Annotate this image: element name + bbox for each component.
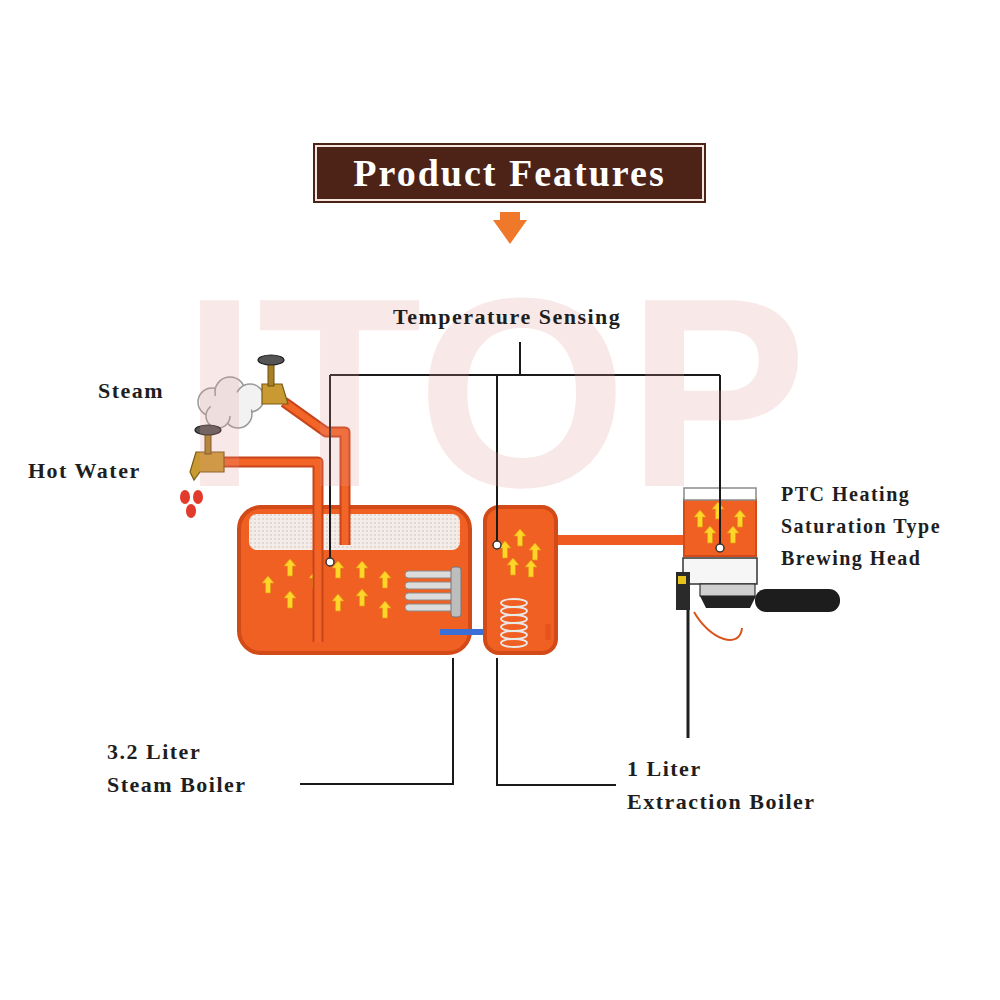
heating-element [405, 593, 457, 600]
steam-cloud [198, 377, 264, 428]
heat-arrow [379, 571, 391, 588]
hot-water-valve [195, 425, 221, 435]
steam-space [249, 514, 460, 550]
heating-coil [501, 599, 527, 647]
heating-element [451, 567, 461, 617]
steam-valve [258, 355, 288, 404]
heat-arrow [734, 510, 746, 527]
group-head-body [694, 612, 742, 640]
component-name: 3.2 Liter Steam Boiler [107, 735, 251, 801]
boiler-shell [239, 507, 470, 653]
heat-arrow [284, 591, 296, 608]
outlet-label: Hot Water [28, 458, 141, 484]
heating-element [405, 582, 457, 589]
heating-coil [501, 615, 527, 623]
heating-coil [501, 607, 527, 615]
inlet-pipe [440, 629, 472, 635]
temperature-sensing-wires [493, 541, 501, 549]
title-arrow [493, 212, 527, 244]
component-name: 1 Liter Extraction Boiler [627, 752, 820, 818]
group-head-body [676, 572, 690, 610]
steam-cloud [210, 392, 254, 416]
group-head-body [676, 558, 840, 738]
heating-coil [501, 623, 527, 631]
temperature-sensing-wires [326, 558, 334, 566]
inlet-pipe [472, 629, 483, 635]
heat-arrow [529, 543, 541, 560]
sensor-label: Temperature Sensing [393, 304, 621, 330]
component-label: 3.2 Liter Steam Boiler [107, 735, 251, 801]
heat-arrow [284, 559, 296, 576]
steam-valve [262, 384, 288, 404]
temperature-sensing-wires [716, 544, 724, 552]
group-head-body [700, 584, 755, 596]
component-label: PTC Heating Saturation Type Brewing Head [781, 478, 946, 574]
hot-water-pipe [224, 462, 318, 642]
heating-element [405, 571, 457, 578]
leader-lines [497, 658, 616, 785]
group-head-body [755, 589, 840, 612]
component-name: PTC Heating Saturation Type Brewing Head [781, 478, 946, 574]
heat-arrow [712, 502, 724, 519]
group-head-body [683, 558, 757, 584]
heating-element [405, 567, 461, 617]
inlet-pipe [546, 624, 551, 640]
hot-water-valve [190, 425, 224, 480]
title-band: Product Features [313, 143, 706, 203]
heat-arrow [356, 561, 368, 578]
inlet-pipe [440, 624, 548, 640]
group-head-body [700, 596, 756, 608]
water-drops [180, 490, 203, 518]
heat-arrow [514, 529, 526, 546]
heat-arrow [507, 558, 519, 575]
watermark: ITOP [182, 258, 807, 528]
leader-lines [300, 658, 453, 784]
heating-coil [501, 631, 527, 639]
heat-arrow [332, 594, 344, 611]
temperature-sensing-wires [326, 342, 724, 566]
water-drops [180, 490, 190, 504]
steam-boiler: 3.2 Liter Steam Boiler [237, 505, 472, 655]
component-label: 1 Liter Extraction Boiler [627, 752, 820, 818]
heat-arrow [525, 560, 537, 577]
heat-arrow [727, 526, 739, 543]
water-drops [193, 490, 203, 504]
hot-water-valve [190, 452, 224, 480]
hot-water-pipe [224, 462, 318, 642]
water-drops [186, 504, 196, 518]
title: Product Features [313, 143, 706, 203]
steam-valve [258, 355, 284, 365]
outlet-label: Steam [98, 378, 164, 404]
heating-coil [501, 599, 527, 607]
leader-lines [300, 658, 616, 785]
temperature-sensing-wires [330, 342, 720, 558]
heating-element [405, 604, 457, 611]
heat-arrow [379, 601, 391, 618]
heat-arrow [704, 526, 716, 543]
group-head-body [678, 576, 686, 584]
heat-arrow [694, 510, 706, 527]
heat-arrow [356, 589, 368, 606]
heat-arrow [262, 576, 274, 593]
boiler-shell [485, 507, 556, 653]
heating-coil [501, 639, 527, 647]
title-arrow [493, 212, 527, 244]
group-head-body [687, 610, 690, 738]
brew-water-pipe [558, 535, 683, 545]
steam-boiler-shape [237, 505, 472, 655]
hot-water-pipe [224, 462, 318, 642]
